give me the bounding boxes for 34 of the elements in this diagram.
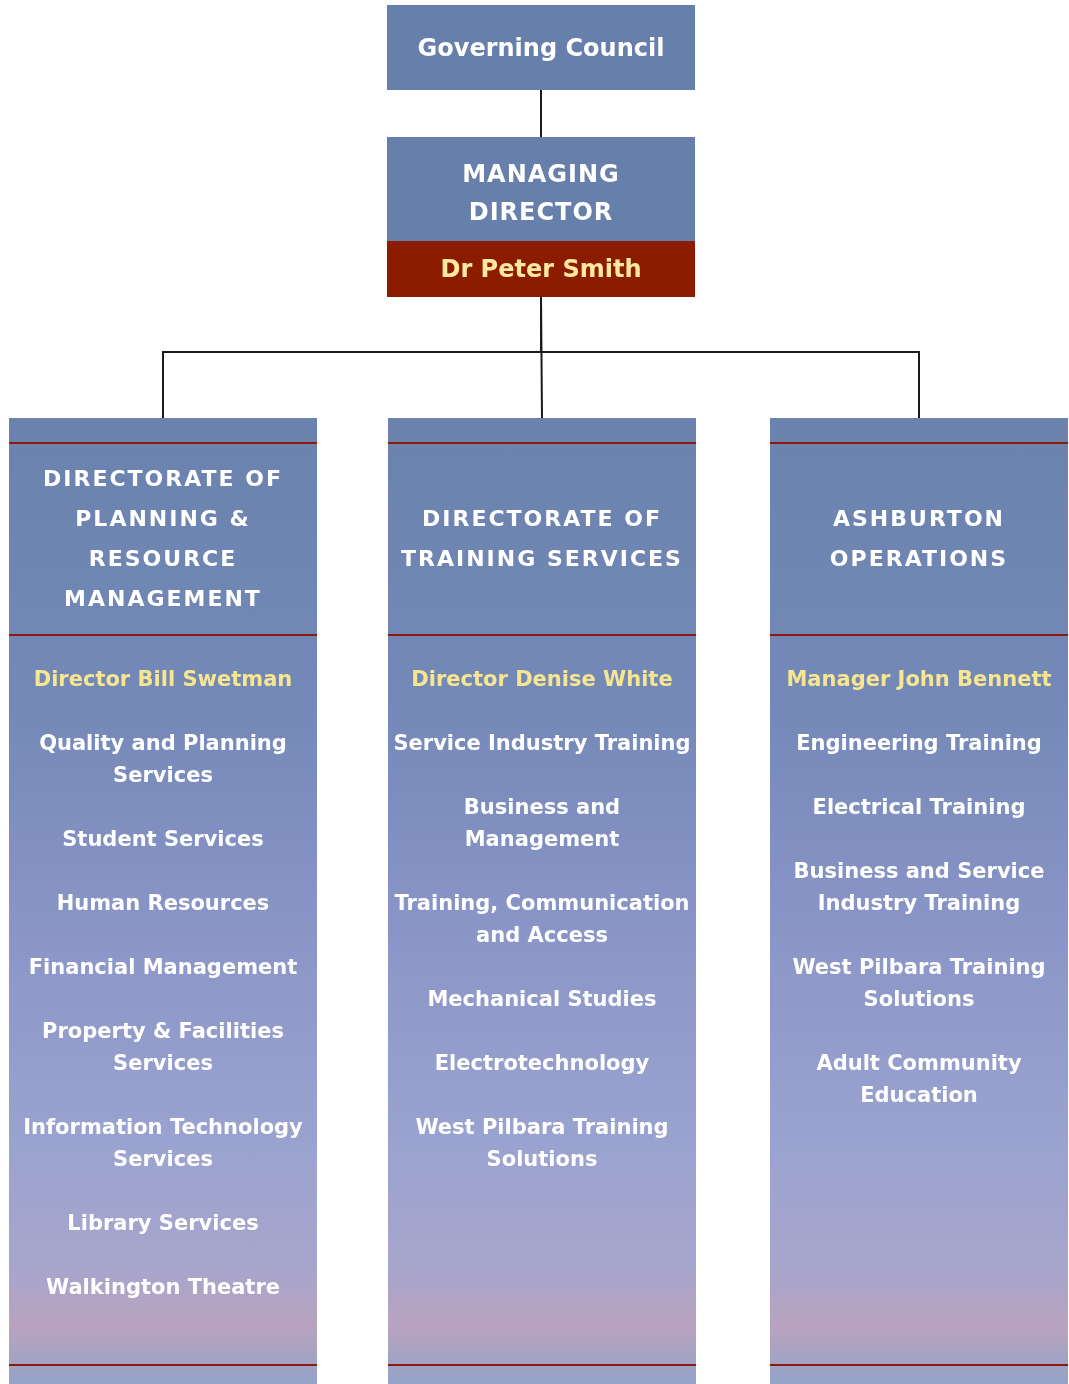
column-heading: ASHBURTON OPERATIONS <box>828 505 1010 573</box>
unit-name: Quality and Planning Services <box>38 730 288 789</box>
box-title: Governing Council <box>417 33 665 62</box>
unit-name: West Pilbara Training Solutions <box>414 1114 670 1173</box>
unit-name: Student Services <box>62 826 264 853</box>
council-box <box>387 5 695 90</box>
department-column <box>770 418 1068 1384</box>
unit-name: Adult Community Education <box>815 1050 1023 1109</box>
box-title: MANAGING DIRECTOR <box>461 159 621 228</box>
person-name: Director Bill Swetman <box>33 666 293 693</box>
unit-name: Information Technology Services <box>22 1114 304 1173</box>
column-heading: DIRECTORATE OF TRAINING SERVICES <box>400 505 684 573</box>
department-column <box>9 418 317 1384</box>
director-box <box>387 137 695 297</box>
unit-name: Electrical Training <box>812 794 1026 821</box>
unit-name: Electrotechnology <box>434 1050 650 1077</box>
person-name: Director Denise White <box>411 666 673 693</box>
unit-name: Human Resources <box>56 890 270 917</box>
unit-name: Financial Management <box>28 954 298 981</box>
unit-name: West Pilbara Training Solutions <box>791 954 1047 1013</box>
department-column <box>388 418 696 1384</box>
unit-name: Property & Facilities Services <box>41 1018 285 1077</box>
connector-line <box>540 89 542 138</box>
unit-name: Mechanical Studies <box>427 986 657 1013</box>
person-name: Dr Peter Smith <box>440 255 642 283</box>
unit-name: Service Industry Training <box>393 730 691 757</box>
person-name: Manager John Bennett <box>786 666 1052 693</box>
unit-name: Business and Management <box>462 794 622 853</box>
unit-name: Training, Communication and Access <box>393 890 691 949</box>
unit-name: Business and Service Industry Training <box>792 858 1046 917</box>
unit-name: Engineering Training <box>796 730 1042 757</box>
column-heading: DIRECTORATE OF PLANNING & RESOURCE MANAGEMENT <box>42 465 284 613</box>
unit-name: Library Services <box>67 1210 259 1237</box>
unit-name: Walkington Theatre <box>46 1274 280 1301</box>
